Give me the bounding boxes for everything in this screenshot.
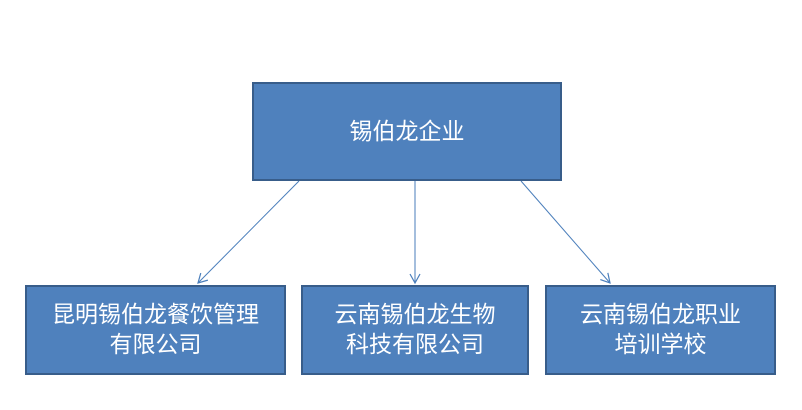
child-node-3: 云南锡伯龙职业 培训学校 — [545, 285, 776, 375]
child-node-1: 昆明锡伯龙餐饮管理 有限公司 — [25, 285, 286, 375]
child-node-1-label: 昆明锡伯龙餐饮管理 有限公司 — [52, 302, 259, 358]
child-node-2-label: 云南锡伯龙生物 科技有限公司 — [334, 302, 496, 358]
edge-root-to-child-1 — [197, 180, 300, 284]
root-node: 锡伯龙企业 — [252, 82, 562, 181]
child-node-2: 云南锡伯龙生物 科技有限公司 — [301, 285, 529, 375]
edge-root-to-child-3 — [520, 180, 611, 284]
root-node-label: 锡伯龙企业 — [349, 118, 465, 145]
child-node-3-label: 云南锡伯龙职业 培训学校 — [580, 302, 741, 358]
